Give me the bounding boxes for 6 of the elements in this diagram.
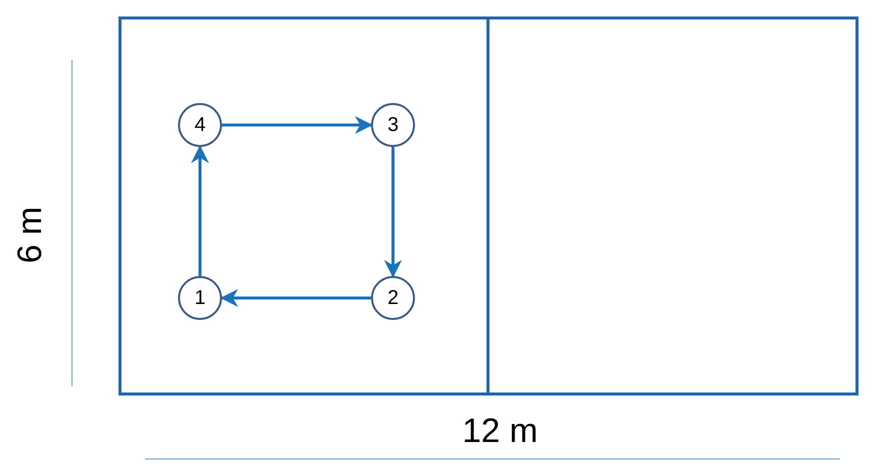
arrow xyxy=(222,116,373,134)
dimension-label: 12 m xyxy=(461,414,539,448)
arrow xyxy=(220,289,371,307)
arrow xyxy=(384,147,402,278)
dimension-label: 6 m xyxy=(13,206,47,266)
arrow xyxy=(191,145,209,276)
